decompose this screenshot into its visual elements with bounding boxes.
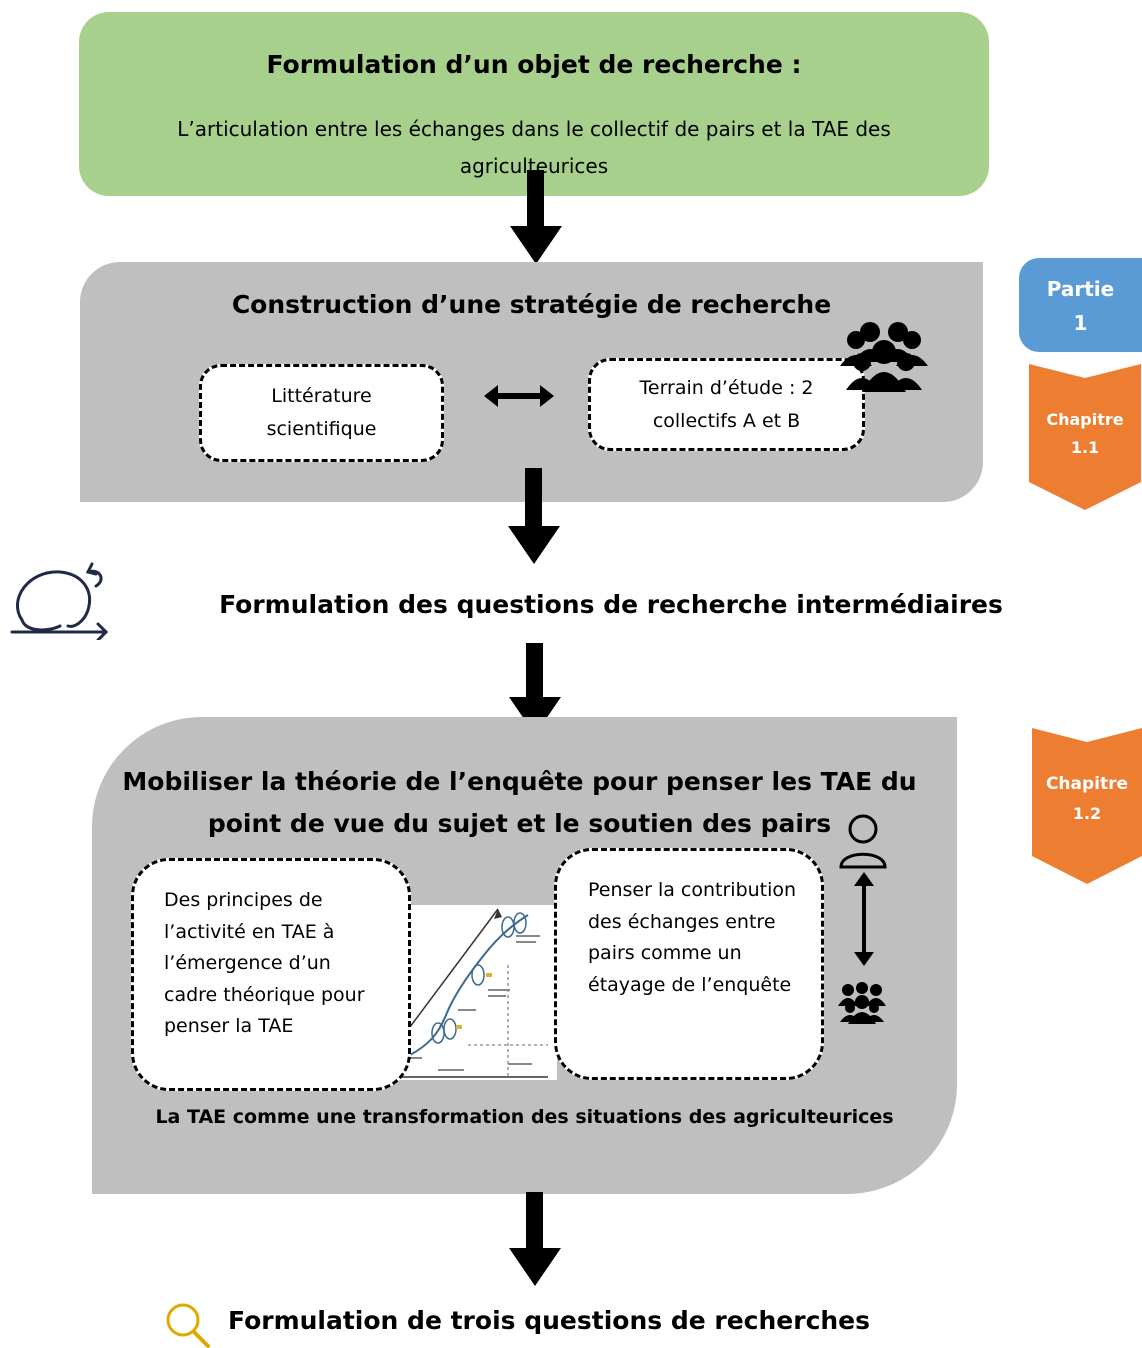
down-arrow-1 — [510, 170, 562, 264]
literature-box: Littérature scientifique — [199, 364, 444, 462]
chapitre-1-1-label: Chapitre — [1046, 410, 1124, 429]
chapitre-1-1-number: 1.1 — [1070, 438, 1100, 457]
research-object-title: Formulation d’un objet de recherche : — [266, 50, 802, 79]
search-icon — [166, 1303, 210, 1348]
theory-conclusion: La TAE comme une transformation des situ… — [155, 1106, 894, 1128]
cycle-arrow-icon — [10, 562, 109, 640]
person-icon — [839, 814, 887, 869]
chapitre-1-1-tab: Chapitre 1.1 — [1029, 364, 1141, 510]
group-icon — [840, 322, 928, 392]
research-object-box: Formulation d’un objet de recherche : L’… — [79, 12, 989, 196]
chapitre-1-2-label: Chapitre — [1045, 774, 1129, 794]
theory-title: Mobiliser la théorie de l’enquête pour p… — [122, 767, 917, 838]
field-study-box: Terrain d’étude : 2 collectifs A et B — [588, 358, 865, 451]
small-group-icon — [838, 982, 886, 1024]
field-study-label: Terrain d’étude : 2 collectifs A et B — [639, 376, 814, 432]
down-arrow-4 — [509, 1192, 561, 1286]
final-questions-heading: Formulation de trois questions de recher… — [228, 1306, 871, 1335]
down-arrow-2 — [508, 468, 560, 564]
spiral-diagram-image — [398, 905, 557, 1080]
double-arrow-icon — [484, 385, 554, 407]
research-object-text: L’articulation entre les échanges dans l… — [177, 117, 891, 178]
vertical-double-arrow-icon — [854, 872, 874, 966]
research-strategy-title: Construction d’une stratégie de recherch… — [231, 290, 832, 319]
partie-number: 1 — [1073, 311, 1088, 335]
partie-tab: Partie 1 — [1019, 258, 1142, 352]
activity-principles-box: Des principes de l’activité en TAE à l’é… — [131, 858, 411, 1091]
chapitre-1-2-number: 1.2 — [1072, 804, 1102, 823]
intermediate-questions-heading: Formulation des questions de recherche i… — [219, 590, 1003, 619]
chapitre-1-2-tab: Chapitre 1.2 — [1032, 728, 1142, 884]
literature-label: Littérature scientifique — [266, 385, 377, 440]
peer-contribution-label: Penser la contribution des échanges entr… — [588, 879, 797, 996]
partie-label: Partie — [1046, 277, 1115, 301]
activity-principles-label: Des principes de l’activité en TAE à l’é… — [164, 889, 365, 1037]
down-arrow-3 — [509, 643, 561, 735]
peer-contribution-box: Penser la contribution des échanges entr… — [554, 848, 824, 1080]
